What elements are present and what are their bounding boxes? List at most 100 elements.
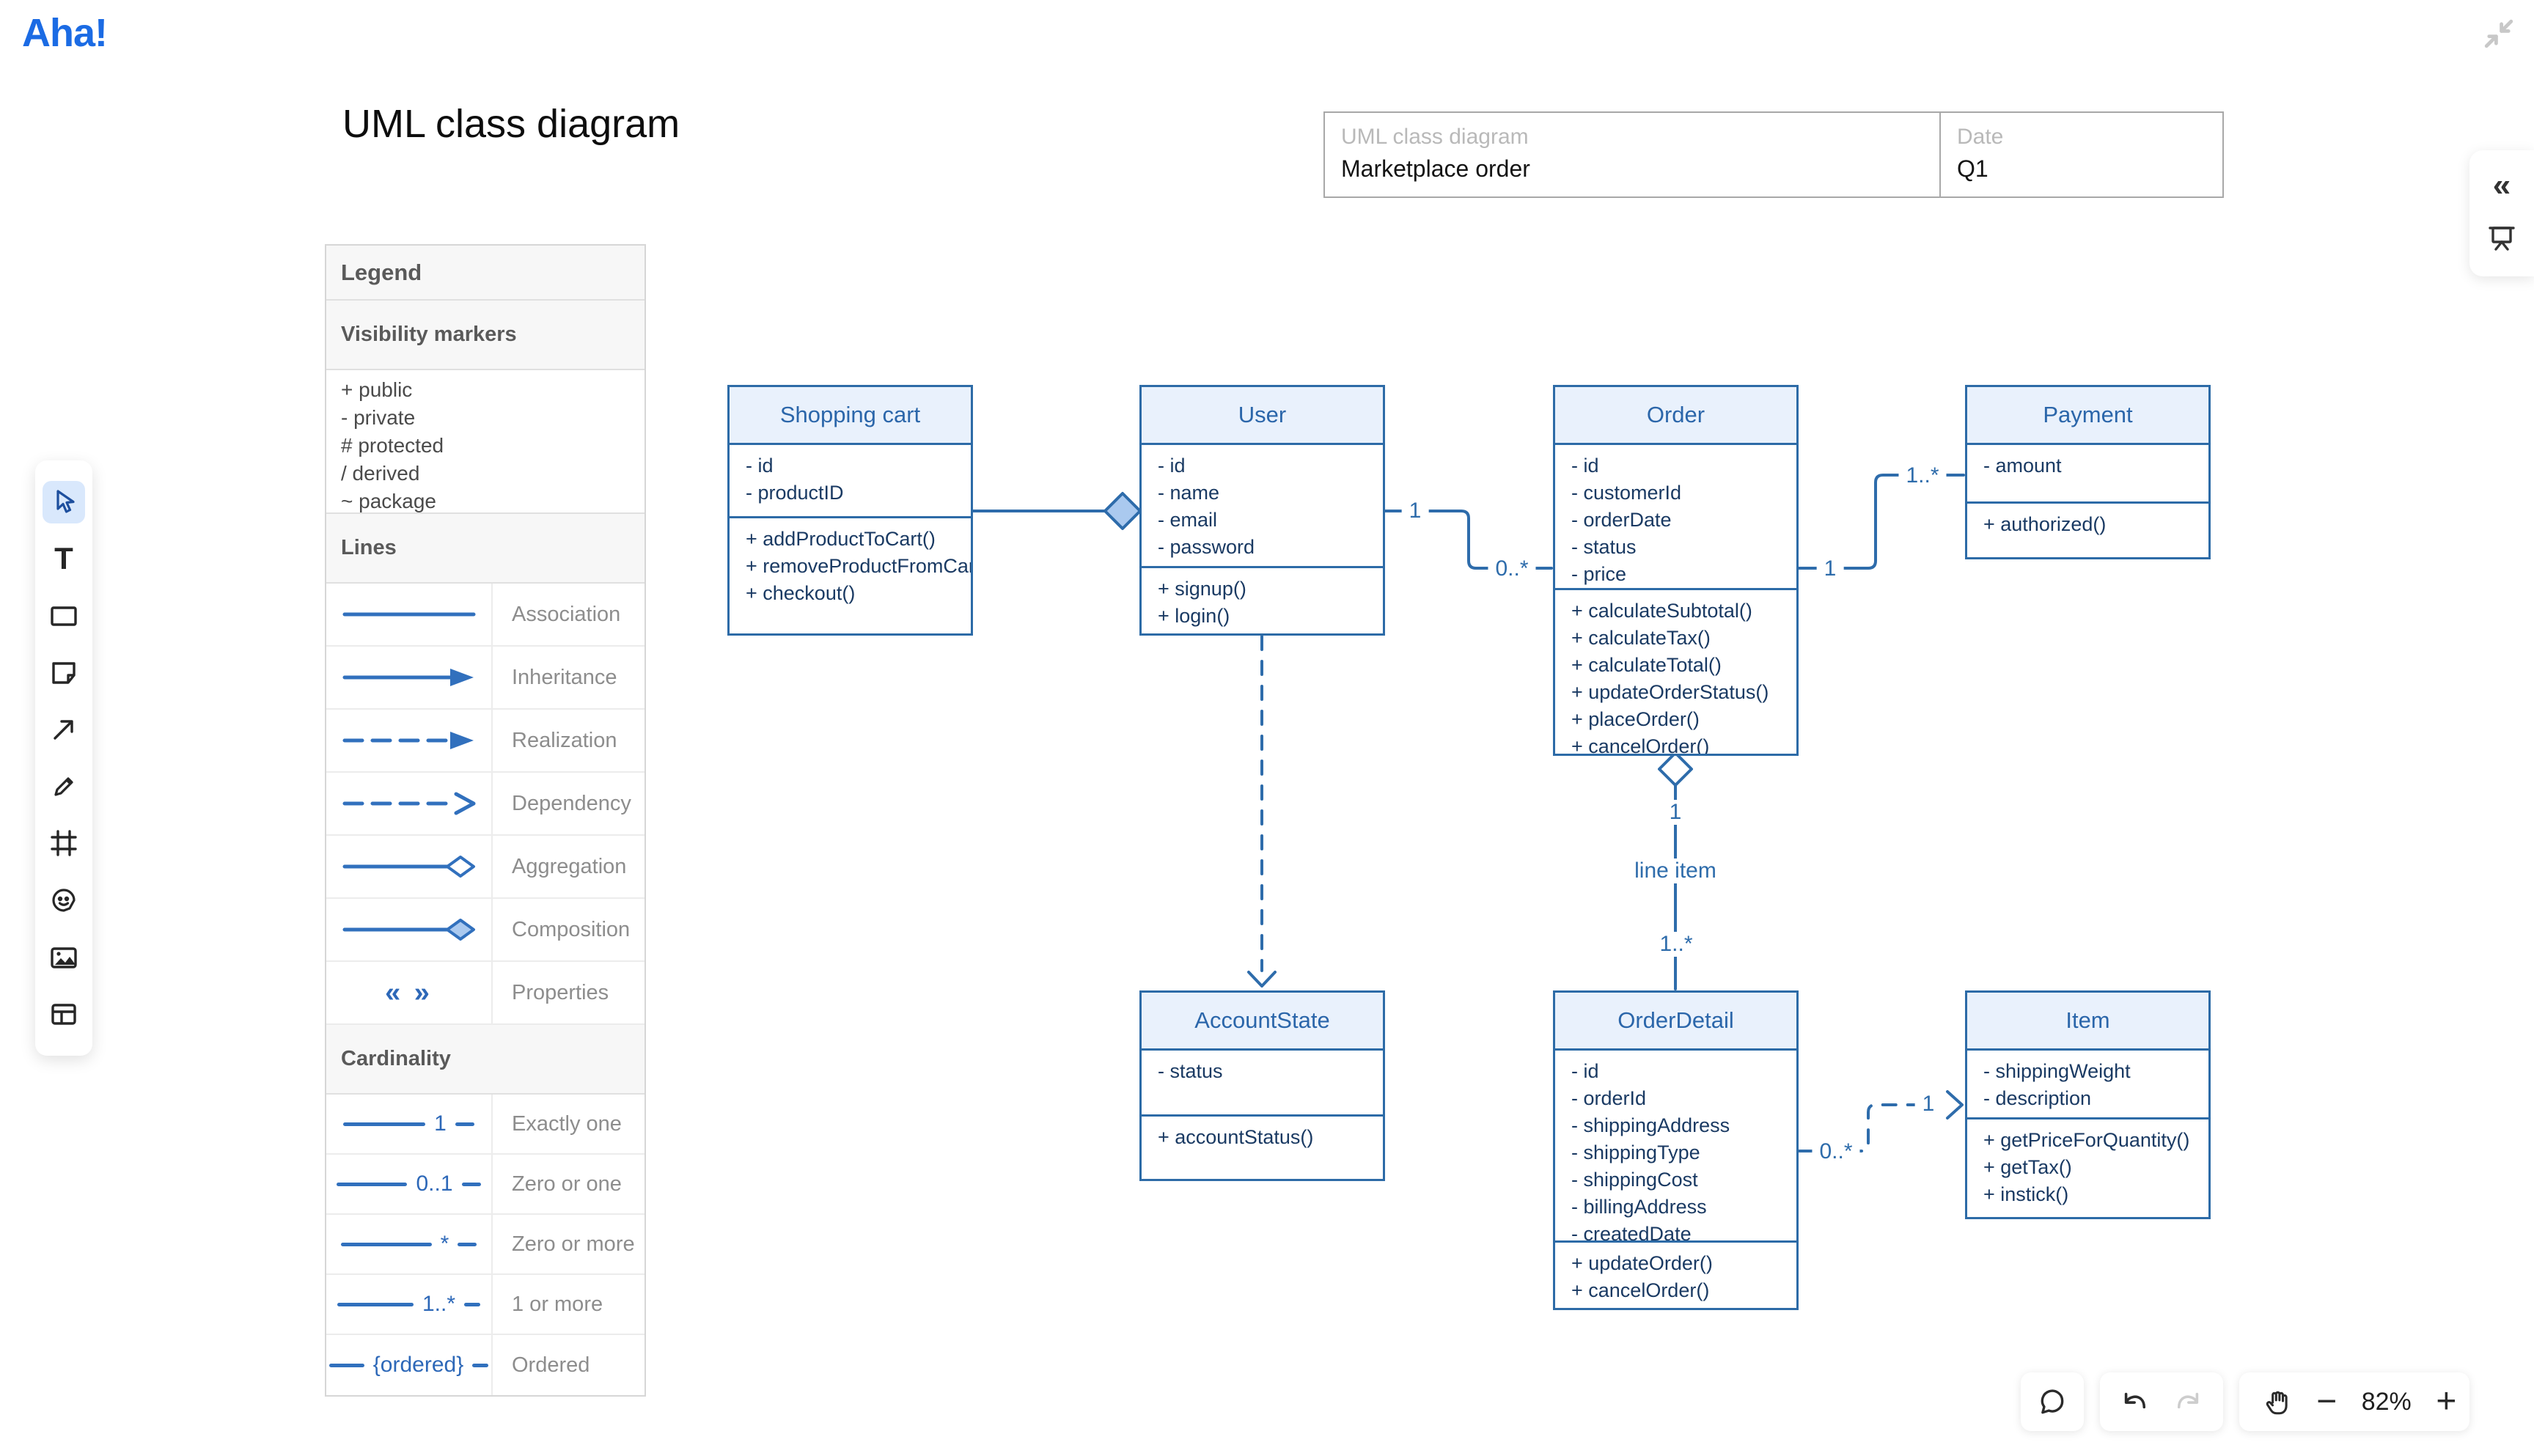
legend-visibility-title: Visibility markers xyxy=(326,301,644,370)
class-user[interactable]: User - id - name - email - password + si… xyxy=(1139,385,1385,636)
diagram-info-form: UML class diagram Marketplace order Date… xyxy=(1323,111,2224,198)
zoom-in-button[interactable]: + xyxy=(2436,1382,2457,1421)
legend-panel: Legend Visibility markers + public - pri… xyxy=(325,244,646,1397)
arrow-tool[interactable] xyxy=(43,708,85,751)
collapse-window-icon[interactable] xyxy=(2481,16,2516,51)
zoom-out-button[interactable]: − xyxy=(2316,1382,2337,1421)
legend-row-zero-or-more: * Zero or more xyxy=(326,1215,644,1275)
frame-tool[interactable] xyxy=(43,822,85,864)
zoom-level[interactable]: 82% xyxy=(2361,1387,2412,1416)
cardinality-label: 0..* xyxy=(1812,1139,1860,1164)
cardinality-sample: {ordered} xyxy=(326,1335,493,1395)
class-payment[interactable]: Payment - amount + authorized() xyxy=(1965,385,2211,559)
legend-visibility-items: + public - private # protected / derived… xyxy=(326,370,644,514)
class-methods: + calculateSubtotal() + calculateTax() +… xyxy=(1555,588,1796,754)
aha-logo: Aha! xyxy=(22,11,108,55)
class-attributes: - amount xyxy=(1967,443,2208,501)
class-attributes: - id - productID xyxy=(730,443,971,516)
legend-row-realization: Realization xyxy=(326,710,644,773)
legend-cardinality-title: Cardinality xyxy=(326,1025,644,1095)
pan-hand-button[interactable] xyxy=(2252,1376,2304,1427)
legend-row-zero-or-one: 0..1 Zero or one xyxy=(326,1155,644,1215)
class-item[interactable]: Item - shippingWeight - description + ge… xyxy=(1965,990,2211,1219)
sticky-note-tool[interactable] xyxy=(43,652,85,694)
class-methods: + addProductToCart() + removeProductFrom… xyxy=(730,516,971,633)
select-cursor-tool[interactable] xyxy=(43,480,85,523)
legend-title: Legend xyxy=(326,246,644,301)
legend-item: - private xyxy=(341,406,416,429)
legend-row-dependency: Dependency xyxy=(326,773,644,836)
dependency-line-sample xyxy=(326,773,493,834)
cardinality-label: 0..* xyxy=(1488,556,1536,581)
legend-row-one-or-more: 1..* 1 or more xyxy=(326,1275,644,1335)
legend-row-exactly-one: 1 Exactly one xyxy=(326,1095,644,1155)
cardinality-label: 1..* xyxy=(1898,463,1947,488)
association-line-sample xyxy=(326,584,493,645)
class-methods: + updateOrder() + cancelOrder() xyxy=(1555,1240,1796,1308)
sticker-tool[interactable] xyxy=(43,879,85,922)
form-date-cell[interactable]: Date Q1 xyxy=(1939,113,2222,196)
legend-row-aggregation: Aggregation xyxy=(326,836,644,899)
image-tool[interactable] xyxy=(43,936,85,979)
class-attributes: - shippingWeight - description xyxy=(1967,1048,2208,1117)
comment-control xyxy=(2021,1372,2084,1431)
class-order[interactable]: Order - id - customerId - orderDate - st… xyxy=(1553,385,1799,756)
class-attributes: - id - customerId - orderDate - status -… xyxy=(1555,443,1796,588)
class-title: OrderDetail xyxy=(1555,993,1796,1048)
pen-tool[interactable] xyxy=(43,765,85,808)
class-attributes: - id - orderId - shippingAddress - shipp… xyxy=(1555,1048,1796,1240)
class-title: Order xyxy=(1555,387,1796,443)
shape-tool[interactable] xyxy=(43,595,85,637)
class-title: Payment xyxy=(1967,387,2208,443)
history-controls xyxy=(2100,1372,2223,1431)
relationship-name-label: line item xyxy=(1627,858,1724,883)
class-title: User xyxy=(1142,387,1383,443)
class-methods: + signup() + login() xyxy=(1142,566,1383,633)
class-orderdetail[interactable]: OrderDetail - id - orderId - shippingAdd… xyxy=(1553,990,1799,1310)
legend-lines-title: Lines xyxy=(326,514,644,584)
legend-item: ~ package xyxy=(341,490,436,512)
drawing-toolbar: T xyxy=(35,460,92,1056)
template-tool[interactable] xyxy=(43,993,85,1035)
form-name-cell[interactable]: UML class diagram Marketplace order xyxy=(1325,113,1939,196)
class-title: AccountState xyxy=(1142,993,1383,1048)
form-name-value[interactable]: Marketplace order xyxy=(1341,155,1530,182)
legend-row-composition: Composition xyxy=(326,899,644,962)
class-accountstate[interactable]: AccountState - status + accountStatus() xyxy=(1139,990,1385,1181)
page-title: UML class diagram xyxy=(342,102,680,146)
cardinality-sample: * xyxy=(326,1215,493,1273)
aggregation-line-sample xyxy=(326,836,493,897)
class-attributes: - status xyxy=(1142,1048,1383,1114)
collapse-panel-icon[interactable]: « xyxy=(2492,167,2511,204)
legend-row-properties: « » Properties xyxy=(326,962,644,1025)
zoom-controls: − 82% + xyxy=(2239,1372,2469,1431)
legend-row-inheritance: Inheritance xyxy=(326,647,644,710)
cardinality-sample: 0..1 xyxy=(326,1155,493,1213)
cardinality-label: 1 xyxy=(1816,556,1844,581)
cardinality-label: 1..* xyxy=(1652,932,1700,957)
text-tool[interactable]: T xyxy=(54,541,73,576)
cardinality-label: 1 xyxy=(1401,499,1429,523)
class-methods: + authorized() xyxy=(1967,501,2208,557)
legend-item: / derived xyxy=(341,462,420,485)
realization-line-sample xyxy=(326,710,493,771)
present-icon[interactable] xyxy=(2486,221,2518,257)
cardinality-label: 1 xyxy=(1914,1092,1942,1117)
right-side-panel: « xyxy=(2469,150,2534,276)
form-date-label: Date xyxy=(1957,125,2004,149)
legend-row-association: Association xyxy=(326,584,644,647)
class-title: Shopping cart xyxy=(730,387,971,443)
class-shopping-cart[interactable]: Shopping cart - id - productID + addProd… xyxy=(727,385,973,636)
cardinality-sample: 1 xyxy=(326,1095,493,1153)
legend-item: + public xyxy=(341,378,413,401)
form-date-value[interactable]: Q1 xyxy=(1957,155,1988,182)
class-title: Item xyxy=(1967,993,2208,1048)
legend-row-ordered: {ordered} Ordered xyxy=(326,1335,644,1395)
composition-line-sample xyxy=(326,899,493,960)
legend-item: # protected xyxy=(341,434,444,457)
redo-button[interactable] xyxy=(2165,1376,2217,1427)
inheritance-line-sample xyxy=(326,647,493,708)
undo-button[interactable] xyxy=(2107,1376,2158,1427)
comment-button[interactable] xyxy=(2027,1376,2078,1427)
